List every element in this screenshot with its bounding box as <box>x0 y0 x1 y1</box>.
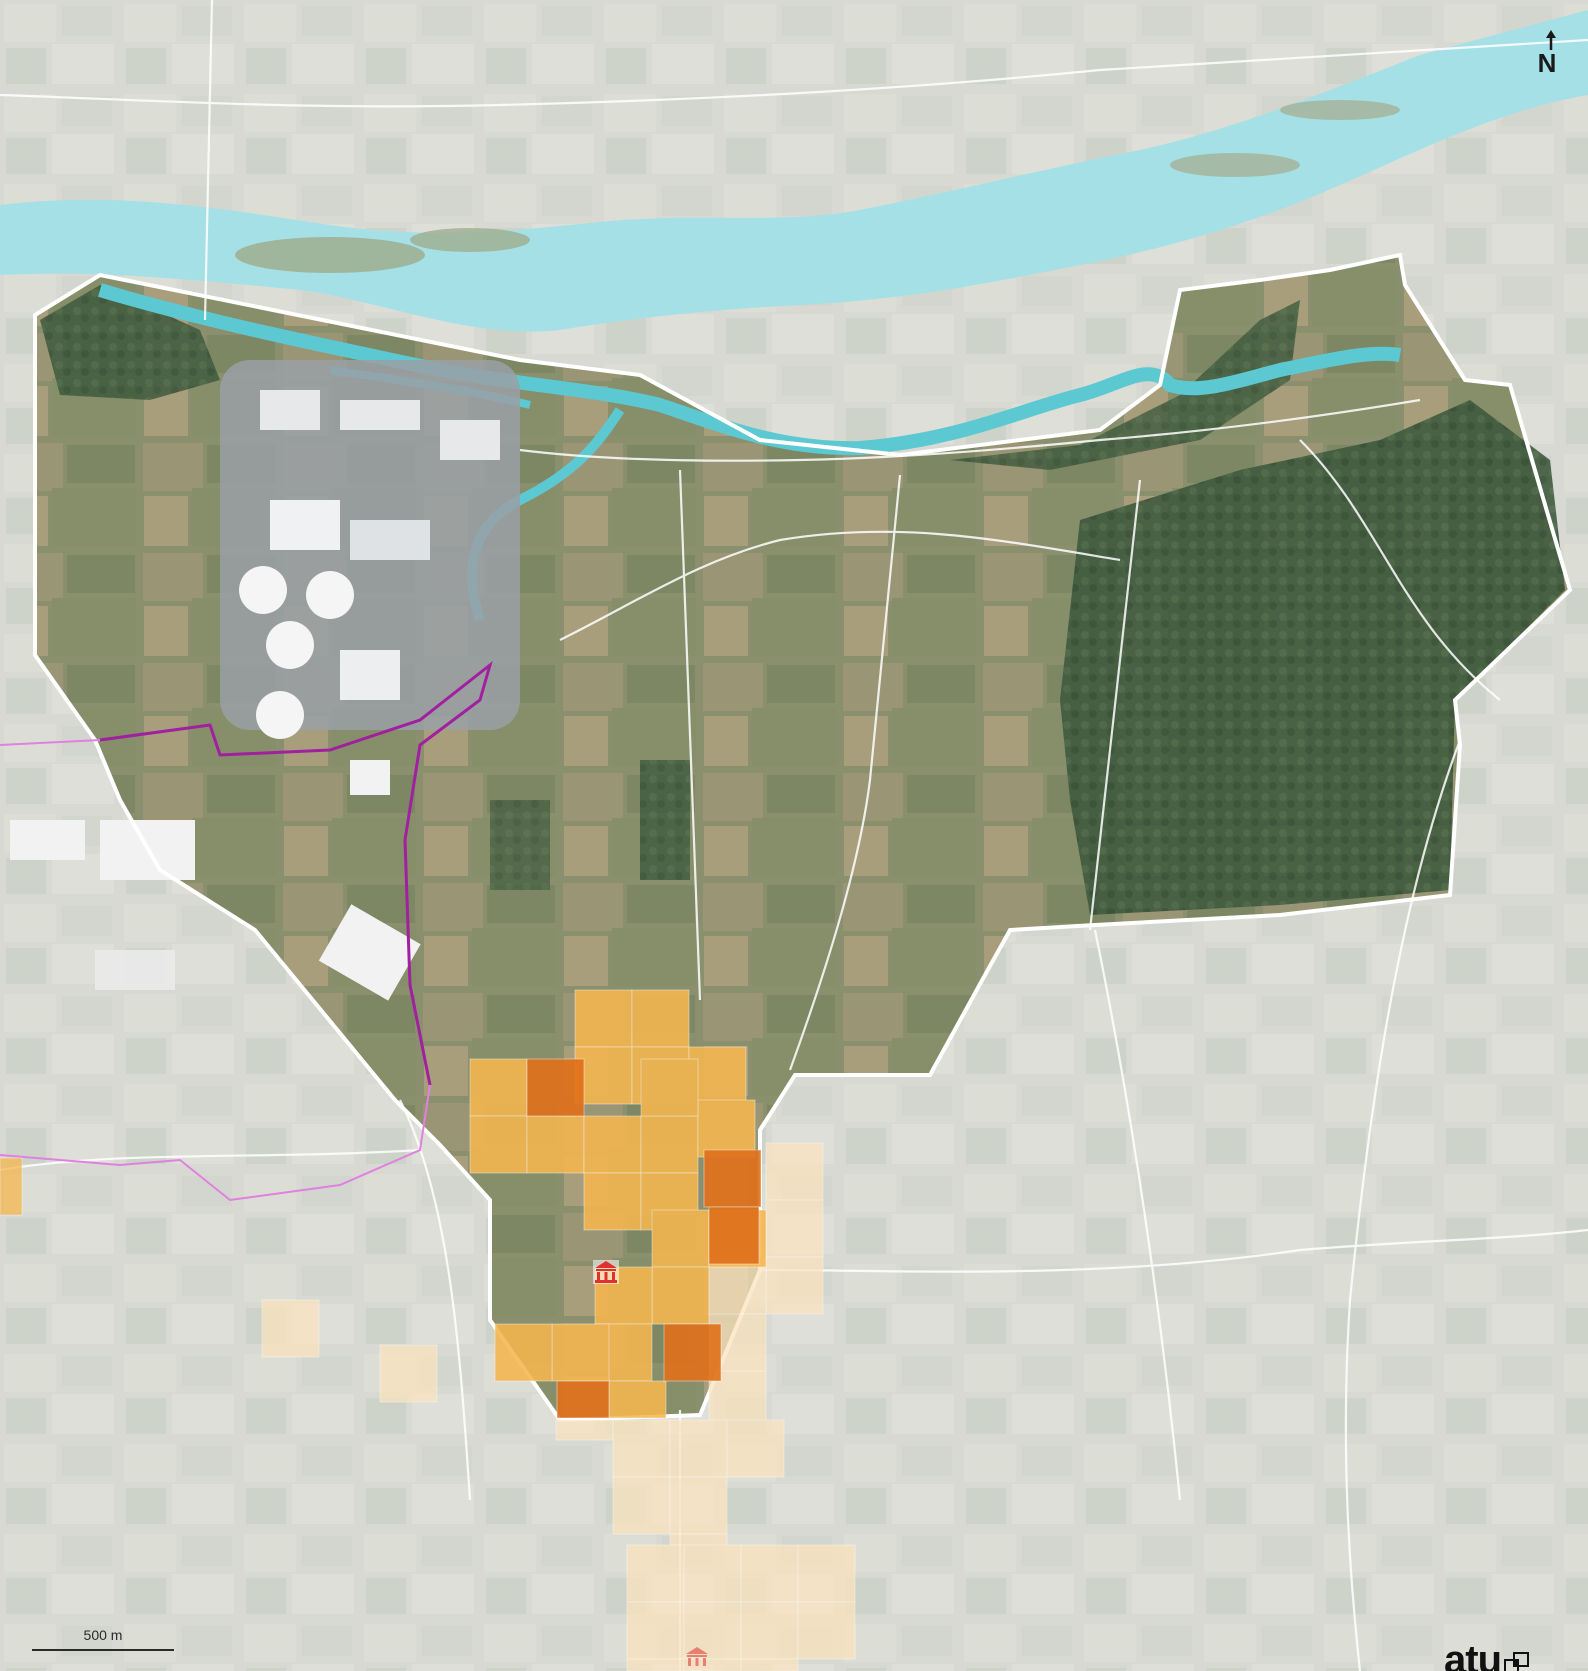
industrial-building <box>270 500 340 550</box>
industrial-building <box>260 390 320 430</box>
forest-area <box>640 760 690 880</box>
forest-area <box>1060 400 1565 915</box>
industrial-building <box>350 520 430 560</box>
heritage-monument-icon[interactable] <box>593 1260 619 1284</box>
forest-area <box>950 300 1300 470</box>
warehouse <box>318 904 421 1001</box>
north-arrow: N <box>1534 30 1560 78</box>
north-label: N <box>1537 48 1557 78</box>
river-island <box>1170 153 1300 177</box>
logo-text: atu <box>1444 1638 1502 1671</box>
scale-line <box>32 1649 174 1651</box>
industrial-building <box>340 650 400 700</box>
commune-boundary <box>33 252 1573 1423</box>
river-island <box>235 237 425 273</box>
brand-logo: atu <box>1444 1636 1530 1671</box>
forest-area <box>40 285 220 400</box>
atu-logo-icon <box>1504 1652 1529 1671</box>
industrial-building <box>340 400 420 430</box>
cooling-tower <box>239 566 287 614</box>
forest-area <box>490 800 550 890</box>
cooling-tower <box>266 621 314 669</box>
industrial-building <box>440 420 500 460</box>
river-island <box>410 228 530 252</box>
heritage-monument-icon[interactable] <box>686 1647 708 1666</box>
heat-grid <box>0 989 856 1671</box>
warehouse <box>95 950 175 990</box>
north-arrow-icon <box>1546 30 1556 50</box>
scale-bar: 500 m <box>32 1627 174 1653</box>
district-boundary <box>0 739 431 1202</box>
warehouse <box>350 760 390 795</box>
scale-label: 500 m <box>83 1627 123 1643</box>
cooling-tower <box>256 691 304 739</box>
river-island <box>1280 100 1400 120</box>
cooling-tower <box>306 571 354 619</box>
district-boundary <box>99 660 493 1086</box>
warehouse <box>10 820 85 860</box>
